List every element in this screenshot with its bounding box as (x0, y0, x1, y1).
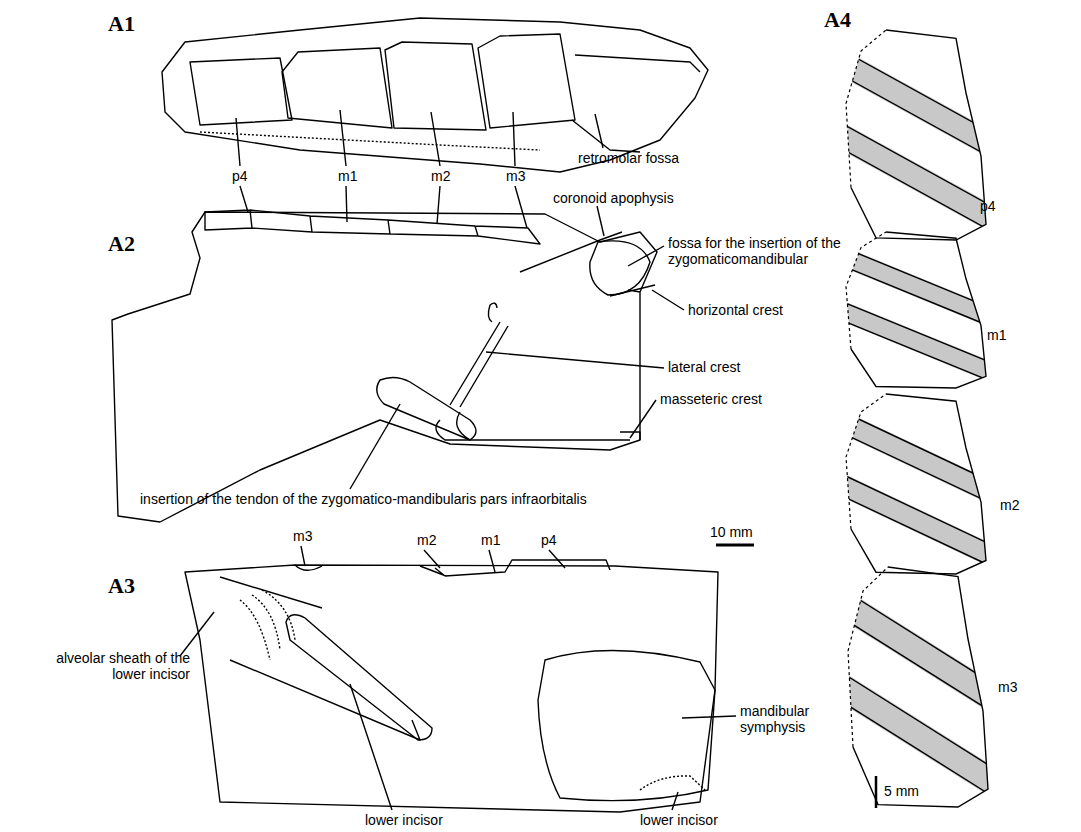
part-label: m1 (338, 168, 357, 184)
part-label: p4 (980, 198, 996, 214)
part-label: m1 (987, 327, 1006, 343)
part-label: insertion of the tendon of the zygomatic… (140, 491, 587, 507)
part-label: m3 (998, 679, 1017, 695)
part-label: m2 (431, 168, 450, 184)
part-label: lower incisor (640, 812, 718, 828)
part-label: 10 mm (710, 524, 753, 540)
part-label: m2 (417, 532, 436, 548)
part-label: retromolar fossa (578, 150, 679, 166)
part-label: masseteric crest (660, 391, 762, 407)
part-label: m3 (293, 528, 312, 544)
panel-letter: A4 (824, 8, 851, 32)
part-label: mandibular symphysis (740, 703, 852, 735)
part-label: m1 (481, 532, 500, 548)
part-label: fossa for the insertion of the zygomatic… (668, 235, 868, 267)
part-label: horizontal crest (688, 302, 783, 318)
part-label: lateral crest (668, 359, 740, 375)
part-label: p4 (232, 168, 248, 184)
panel-letter: A2 (108, 232, 135, 256)
part-label: m2 (1000, 497, 1019, 513)
part-label: lower incisor (365, 812, 443, 828)
part-label: m3 (506, 168, 525, 184)
part-label: alveolar sheath of the lower incisor (48, 650, 190, 682)
panel-letter: A3 (108, 574, 135, 598)
part-label: 5 mm (884, 783, 919, 799)
part-label: coronoid apophysis (553, 190, 674, 206)
part-label: p4 (541, 532, 557, 548)
panel-letter: A1 (108, 12, 135, 36)
